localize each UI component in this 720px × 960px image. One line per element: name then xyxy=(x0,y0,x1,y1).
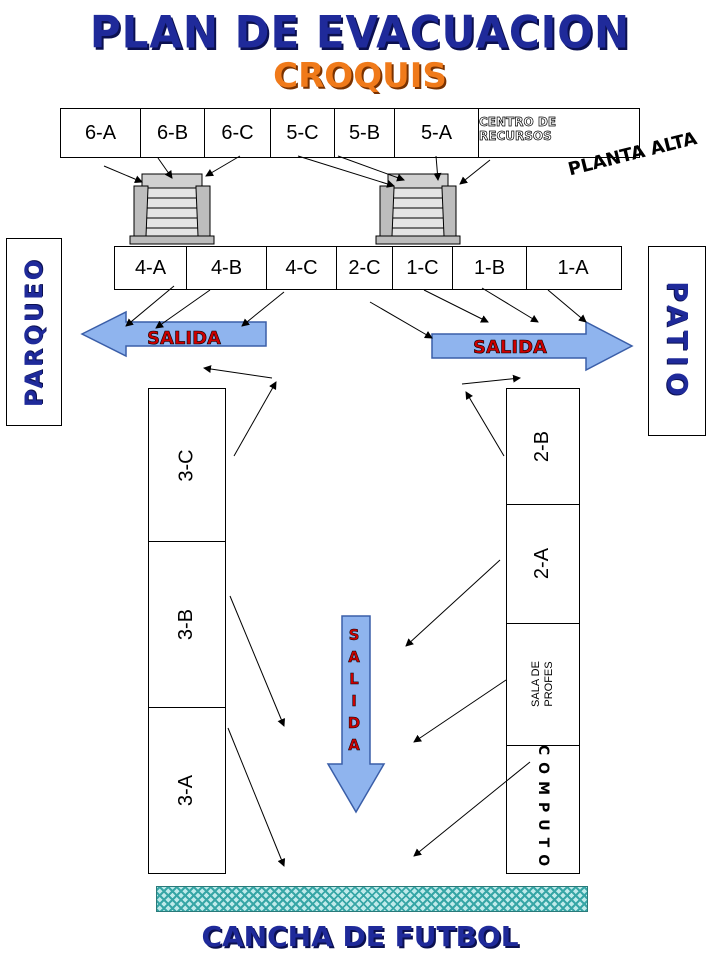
football-field-label: CANCHA DE FUTBOL xyxy=(201,920,519,953)
right-column-rooms: 2-B 2-A SALA DE PROFES COMPUTO xyxy=(506,388,580,874)
upper-floor-rooms: 6-A 6-B 6-C 5-C 5-B 5-A CENTRO DE RECURS… xyxy=(60,108,640,158)
stairs-icon xyxy=(129,173,215,245)
room-1c: 1-C xyxy=(393,247,453,289)
page-title: PLAN DE EVACUACION xyxy=(89,6,631,59)
room-6b: 6-B xyxy=(141,109,205,157)
room-5b: 5-B xyxy=(335,109,395,157)
room-4b: 4-B xyxy=(187,247,267,289)
patio-box: PATIO xyxy=(648,246,706,436)
exit-right-label: SALIDA xyxy=(473,337,547,358)
room-4a: 4-A xyxy=(115,247,187,289)
arrow-right-icon xyxy=(431,320,634,372)
exit-left-label: SALIDA xyxy=(147,328,221,349)
lower-rooms: 4-A 4-B 4-C 2-C 1-C 1-B 1-A xyxy=(114,246,622,290)
arrow-down-icon xyxy=(326,615,386,814)
room-3c: 3-C xyxy=(149,389,225,543)
room-sala-profes: SALA DE PROFES xyxy=(507,624,579,746)
evacuation-routes xyxy=(103,155,587,867)
room-5c: 5-C xyxy=(271,109,335,157)
football-field xyxy=(156,886,588,912)
room-1a: 1-A xyxy=(557,256,589,279)
room-6c: 6-C xyxy=(205,109,271,157)
parqueo-box: PARQUEO xyxy=(6,238,62,426)
page-subtitle: CROQUIS xyxy=(273,56,447,96)
room-2c: 2-C xyxy=(337,247,393,289)
room-2a: 2-A xyxy=(507,505,579,625)
left-column-rooms: 3-C 3-B 3-A xyxy=(148,388,226,874)
room-4c: 4-C xyxy=(267,247,337,289)
room-6a: 6-A xyxy=(61,109,141,157)
room-2b: 2-B xyxy=(507,389,579,505)
room-5a: 5-A xyxy=(395,109,479,157)
room-3b: 3-B xyxy=(149,542,225,708)
room-centro-recursos: CENTRO DE RECURSOS xyxy=(479,115,557,144)
room-1b: 1-B xyxy=(453,247,527,289)
